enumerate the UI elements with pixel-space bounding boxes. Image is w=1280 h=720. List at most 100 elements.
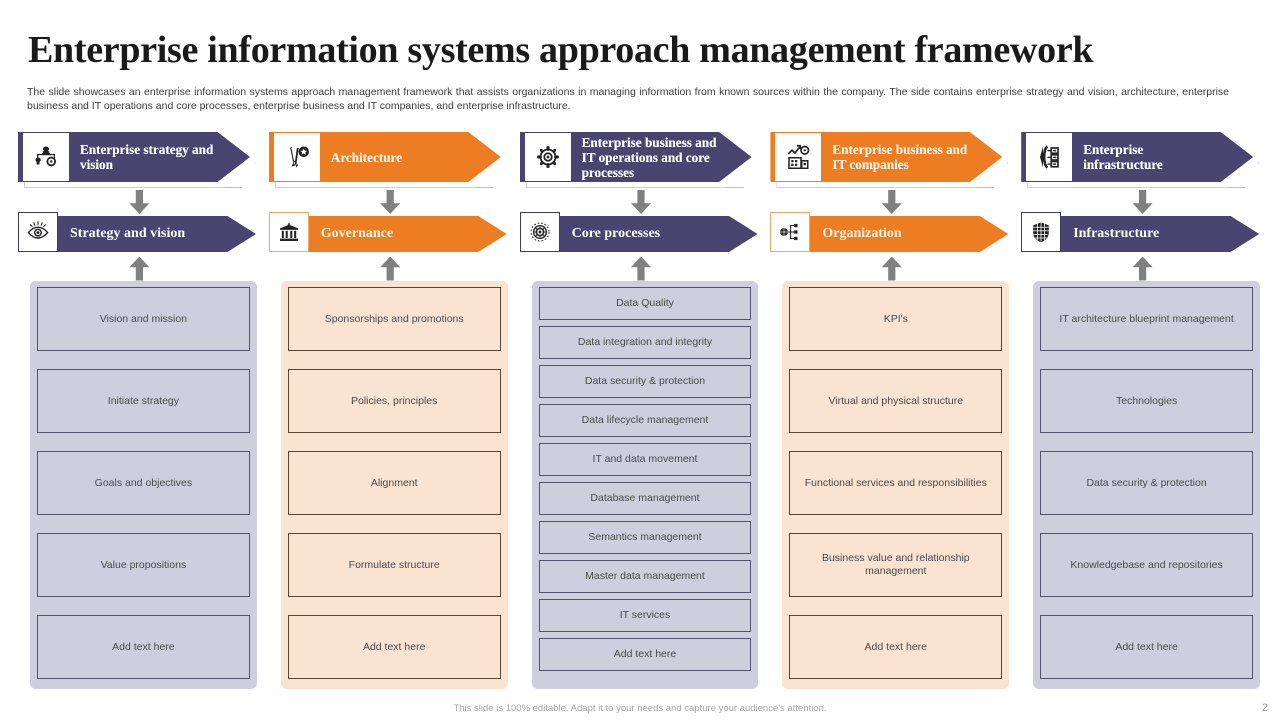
banner-icon-box [272, 132, 321, 182]
list-item[interactable]: Goals and objectives [37, 451, 250, 515]
column-banner[interactable]: Enterprise strategy and vision [18, 132, 256, 188]
arrow-down-icon [1132, 190, 1153, 214]
list-item[interactable]: Data security & protection [1040, 451, 1253, 515]
list-item[interactable]: IT architecture blueprint management [1040, 287, 1253, 351]
arrow-up-icon [129, 256, 150, 281]
list-item[interactable]: Value propositions [37, 533, 250, 597]
connector-up [265, 256, 516, 281]
column-banner-wrap: Enterprise strategy and vision [18, 132, 265, 188]
connector-down [766, 188, 1017, 216]
connector-down [14, 188, 265, 216]
banner-label: Enterprise strategy and vision [80, 142, 214, 172]
column-banner-wrap: Enterprise infrastructure [1021, 132, 1268, 188]
list-item[interactable]: Initiate strategy [37, 369, 250, 433]
list-item[interactable]: Formulate structure [287, 533, 501, 597]
column-subbanner-wrap: Infrastructure [1021, 212, 1268, 256]
list-item[interactable]: Database management [538, 482, 752, 515]
column-banner-wrap: Enterprise business and IT companies [770, 132, 1017, 188]
subbanner-icon-box [268, 212, 309, 252]
banner-label: Enterprise business and IT companies [832, 142, 968, 172]
arrow-down-icon [380, 190, 401, 214]
list-item[interactable]: Vision and mission [37, 287, 250, 351]
banner-icon-box [1025, 132, 1074, 182]
list-item[interactable]: Add text here [538, 638, 752, 671]
list-item[interactable]: IT services [538, 599, 752, 632]
arrow-up-icon [881, 256, 902, 281]
connector-down [516, 188, 767, 216]
list-item[interactable]: Add text here [37, 615, 250, 679]
column-banner[interactable]: Enterprise business and IT companies [770, 132, 1009, 188]
list-item[interactable]: Knowledgebase and repositories [1040, 533, 1253, 597]
drafting-tools-icon [289, 145, 310, 169]
arrow-up-icon [630, 256, 651, 281]
subbanner-icon-box [519, 212, 560, 252]
column-banner-wrap: Architecture [268, 132, 516, 188]
column-banner[interactable]: Enterprise business and IT operations an… [519, 132, 758, 188]
column-subbanner[interactable]: Infrastructure [1021, 212, 1260, 252]
banner-label: Enterprise infrastructure [1083, 142, 1163, 172]
server-rack-icon [1038, 145, 1060, 169]
banner-label: Architecture [330, 149, 403, 165]
list-item[interactable]: KPI's [789, 287, 1003, 351]
list-item[interactable]: Virtual and physical structure [789, 369, 1003, 433]
list-item[interactable]: Technologies [1040, 369, 1253, 433]
column-subbanner[interactable]: Strategy and vision [18, 212, 256, 252]
column-subbanner-wrap: Strategy and vision [18, 212, 265, 256]
list-item[interactable]: Data security & protection [538, 365, 752, 398]
list-item[interactable]: Add text here [1040, 615, 1253, 679]
list-item[interactable]: Add text here [789, 615, 1003, 679]
column-banner-wrap: Enterprise business and IT operations an… [519, 132, 767, 188]
list-item[interactable]: Functional services and responsibilities [789, 451, 1003, 515]
column-subbanner[interactable]: Organization [770, 212, 1009, 252]
subbanner-label: Core processes [571, 226, 661, 241]
connector-up [516, 256, 767, 281]
list-item[interactable]: Business value and relationship manageme… [789, 533, 1003, 597]
subbanner-icon-box [1021, 212, 1062, 252]
column-subbanner-wrap: Governance [268, 212, 516, 256]
subbanner-icon-box [18, 212, 58, 252]
column-subbanner[interactable]: Governance [268, 212, 507, 252]
business-chart-building-icon [787, 144, 810, 170]
data-center-icon [1032, 222, 1050, 243]
footer-note: This slide is 100% editable. Adapt it to… [453, 703, 827, 714]
column-subbanner[interactable]: Core processes [519, 212, 758, 252]
eye-icon [27, 221, 49, 239]
banner-icon-box [22, 132, 70, 182]
list-item[interactable]: IT and data movement [538, 443, 752, 476]
list-item[interactable]: Alignment [287, 451, 501, 515]
subbanner-label: Governance [320, 226, 394, 241]
list-item[interactable]: Data Quality [538, 287, 752, 320]
column-banner[interactable]: Enterprise infrastructure [1021, 132, 1260, 188]
list-item[interactable]: Sponsorships and promotions [287, 287, 501, 351]
connector-up [766, 256, 1017, 281]
connector-down [265, 188, 516, 216]
bank-building-icon [279, 223, 298, 241]
column-banner[interactable]: Architecture [268, 132, 507, 188]
list-item[interactable]: Add text here [287, 615, 501, 679]
list-item[interactable]: Policies, principles [287, 369, 501, 433]
column-subbanner-wrap: Organization [770, 212, 1017, 256]
banner-icon-box [523, 132, 572, 182]
list-item[interactable]: Semantics management [538, 521, 752, 554]
subbanner-label: Strategy and vision [70, 226, 186, 241]
arrow-down-icon [630, 190, 651, 214]
list-item[interactable]: Master data management [538, 560, 752, 593]
subbanner-label: Organization [822, 226, 902, 241]
list-item[interactable]: Data lifecycle management [538, 404, 752, 437]
banner-label: Enterprise business and IT operations an… [581, 134, 717, 180]
gear-circle-icon [529, 222, 550, 242]
framework-column: Enterprise business and IT operations an… [516, 132, 767, 690]
list-item[interactable]: Data integration and integrity [538, 326, 752, 359]
slide-description: The slide showcases an enterprise inform… [27, 86, 1229, 112]
arrow-up-icon [380, 256, 401, 281]
